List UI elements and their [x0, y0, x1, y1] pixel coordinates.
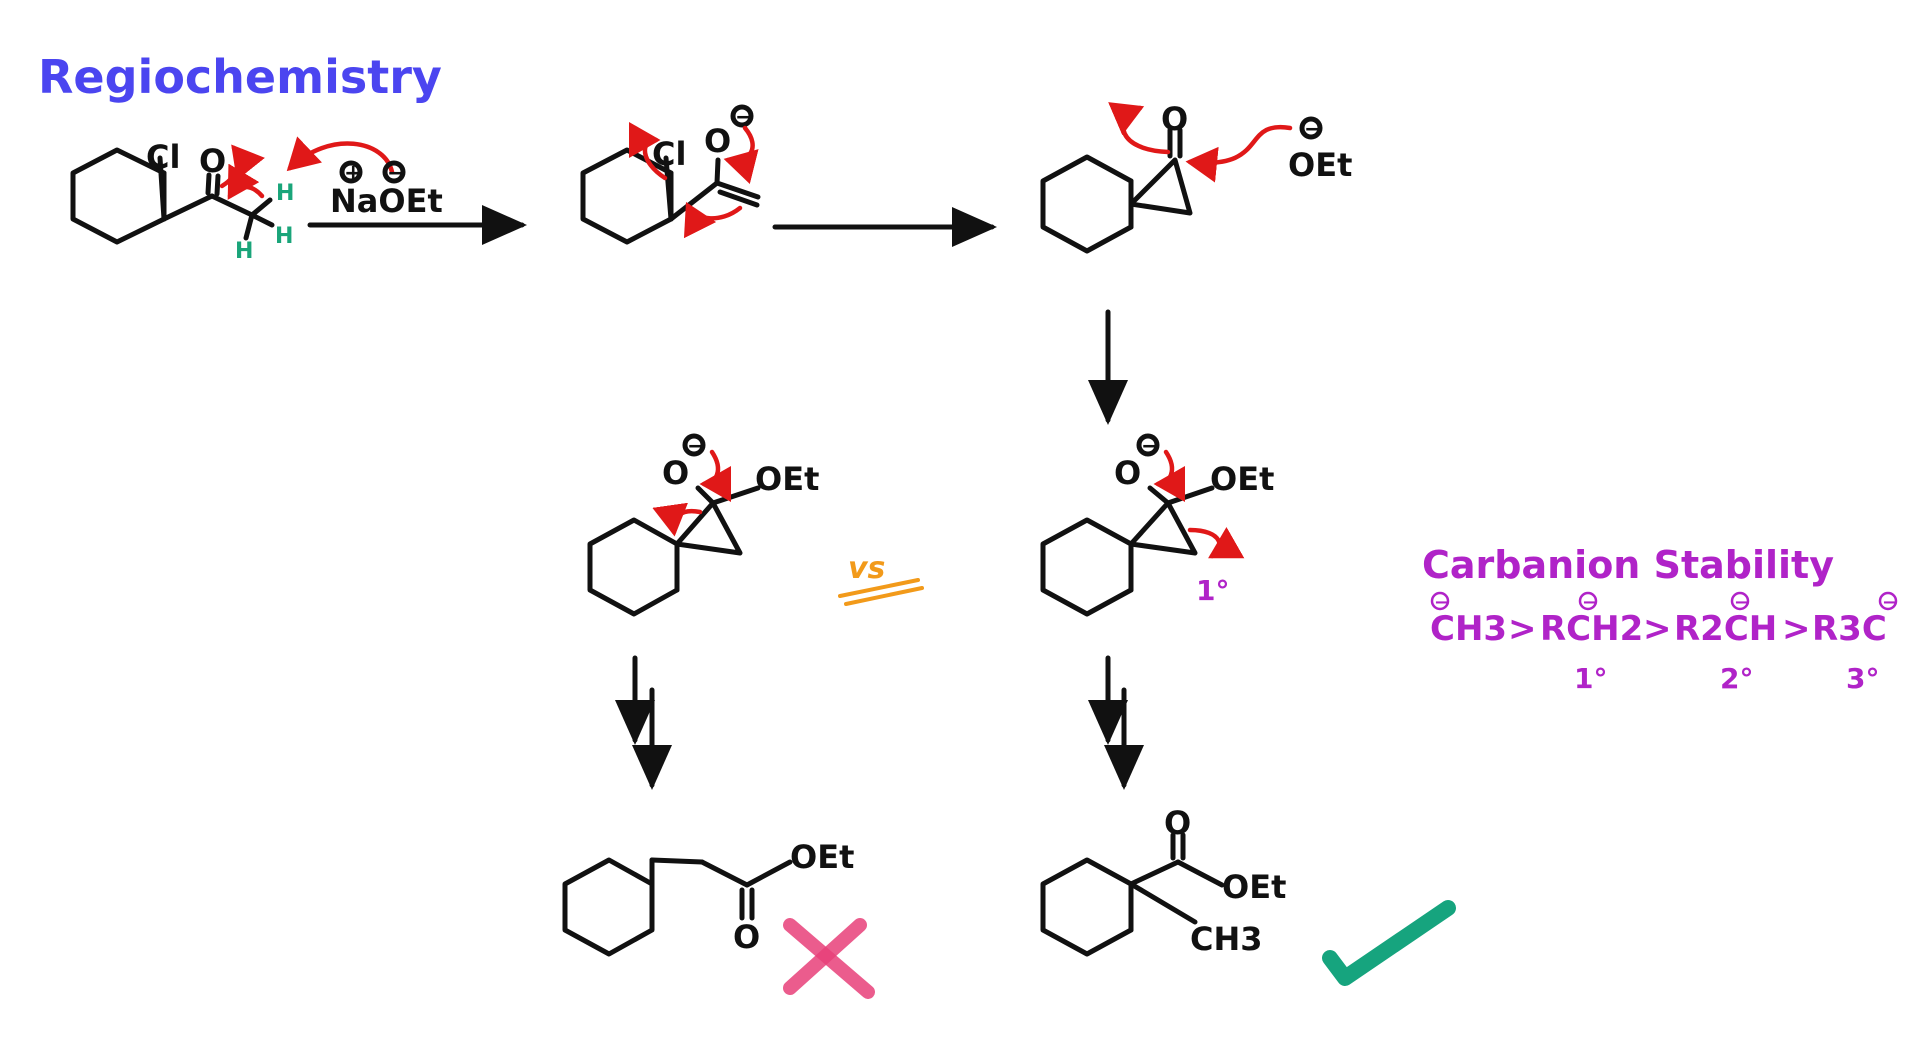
curved-arrow: [1185, 124, 1293, 183]
hydrogen-label: H: [276, 181, 294, 206]
minus-charge: −: [687, 434, 705, 459]
curved-arrow: [1153, 449, 1186, 502]
carbanion-heading: Carbanion Stability: [1422, 543, 1834, 587]
oxygen-label: O: [1164, 804, 1191, 842]
vs-label: vs: [838, 551, 924, 606]
ethoxy-label: OEt: [755, 460, 819, 498]
carbanion-charge: −: [1582, 592, 1597, 613]
degree-label: 1°: [1196, 574, 1229, 607]
cyclohexane-ring: [587, 517, 680, 617]
page-title: Regiochemistry: [38, 50, 442, 104]
minus-charge: −: [387, 161, 405, 186]
cyclohexane-ring: [1040, 857, 1134, 957]
curved-arrow: [652, 502, 703, 537]
cyclopropanone: O − OEt: [1040, 100, 1352, 254]
cyclohexane-ring: [1040, 154, 1134, 254]
product-right: O OEt CH3: [1040, 804, 1286, 958]
product-left: O OEt: [562, 838, 854, 957]
nucleophile-label: OEt: [1288, 146, 1352, 184]
carbanion-stability-panel: Carbanion Stability − − − − CH3 > RCH2 >…: [1422, 543, 1898, 695]
curved-arrow: [723, 125, 759, 184]
ethoxy-label: OEt: [1222, 868, 1286, 906]
ethoxy-label: OEt: [1210, 460, 1274, 498]
minus-charge: −: [735, 105, 753, 130]
curved-arrow: [1187, 526, 1245, 559]
ethoxy-label: OEt: [790, 838, 854, 876]
degree-label: 2°: [1720, 662, 1753, 695]
curved-arrow: [286, 136, 395, 175]
curved-arrow: [628, 122, 668, 181]
degree-label: 1°: [1574, 662, 1607, 695]
curved-arrow: [1108, 102, 1171, 155]
carbanion-species: R3C: [1812, 609, 1887, 649]
oxygen-label: O: [662, 454, 689, 492]
hydrogen-label: H: [275, 224, 293, 249]
enolate-intermediate: Cl O −: [580, 104, 761, 245]
carbanion-charge: −: [1434, 592, 1449, 613]
carbanion-species: RCH2: [1540, 609, 1643, 649]
carbanion-species: R2CH: [1674, 609, 1777, 649]
curved-arrow: [227, 163, 265, 200]
carbanion-gt: >: [1782, 609, 1811, 649]
cross-icon: [783, 918, 875, 999]
curved-arrow: [699, 449, 732, 502]
carbanion-gt: >: [1643, 609, 1672, 649]
carbanion-charge: −: [1734, 592, 1749, 613]
chlorine-label: Cl: [146, 138, 180, 176]
carbanion-gt: >: [1508, 609, 1537, 649]
check-icon: [1322, 900, 1456, 986]
oxygen-label: O: [1161, 100, 1188, 138]
starting-ketone: Cl O H H H: [70, 136, 395, 264]
reagent-label: NaOEt: [330, 182, 443, 220]
tetrahedral-intermediate-left: O − OEt: [587, 433, 819, 617]
hydrogen-label: H: [235, 239, 253, 264]
reagent-naoet: + − NaOEt: [330, 160, 443, 220]
svg-text:vs: vs: [848, 551, 885, 586]
minus-charge: −: [1141, 434, 1159, 459]
oxygen-label: O: [733, 918, 760, 956]
cyclohexane-ring: [562, 857, 655, 957]
curved-arrow: [684, 201, 743, 239]
carbanion-charge: −: [1882, 592, 1897, 613]
oxygen-label: O: [1114, 454, 1141, 492]
plus-charge: +: [344, 161, 362, 186]
minus-charge: −: [1304, 117, 1322, 142]
cyclohexane-ring: [1040, 517, 1134, 617]
carbanion-species: CH3: [1430, 609, 1507, 649]
tetrahedral-intermediate-right: O − OEt 1°: [1040, 433, 1274, 617]
degree-label: 3°: [1846, 662, 1879, 695]
methyl-label: CH3: [1190, 920, 1263, 958]
oxygen-label: O: [199, 142, 226, 180]
oxygen-label: O: [704, 122, 731, 160]
